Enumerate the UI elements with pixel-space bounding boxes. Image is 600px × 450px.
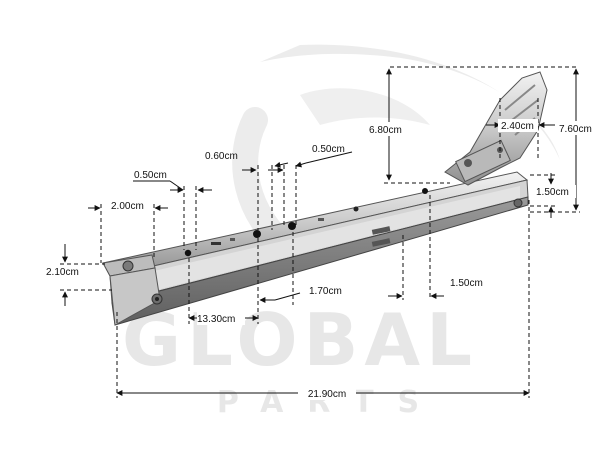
dim-end-height: 1.50cm [536, 187, 569, 198]
dim-arm-height: 7.60cm [559, 124, 592, 135]
dim-hole-offset-a: 0.60cm [205, 151, 238, 162]
dim-overall-length: 21.90cm [308, 389, 346, 400]
dim-arm-rise: 6.80cm [369, 125, 402, 136]
hinge-arm [444, 71, 548, 186]
dim-slot-spacing-right: 1.50cm [450, 278, 483, 289]
hinge-body [102, 171, 529, 326]
dim-hole-span: 13.30cm [197, 314, 235, 325]
dim-slot-spacing-mid: 1.70cm [309, 286, 342, 297]
dimension-lines [60, 66, 580, 398]
watermark-brand: GLOBAL [122, 298, 478, 382]
dim-body-height: 2.10cm [46, 267, 79, 278]
dim-hole-diameter-a: 0.50cm [134, 170, 167, 181]
dim-hole-diameter-b: 0.50cm [312, 144, 345, 155]
dimension-labels: 21.90cm 7.60cm 6.80cm 2.40cm 1.50cm 1.50… [43, 119, 600, 400]
dim-first-hole-offset: 2.00cm [111, 201, 144, 212]
dim-arm-width: 2.40cm [501, 121, 534, 132]
